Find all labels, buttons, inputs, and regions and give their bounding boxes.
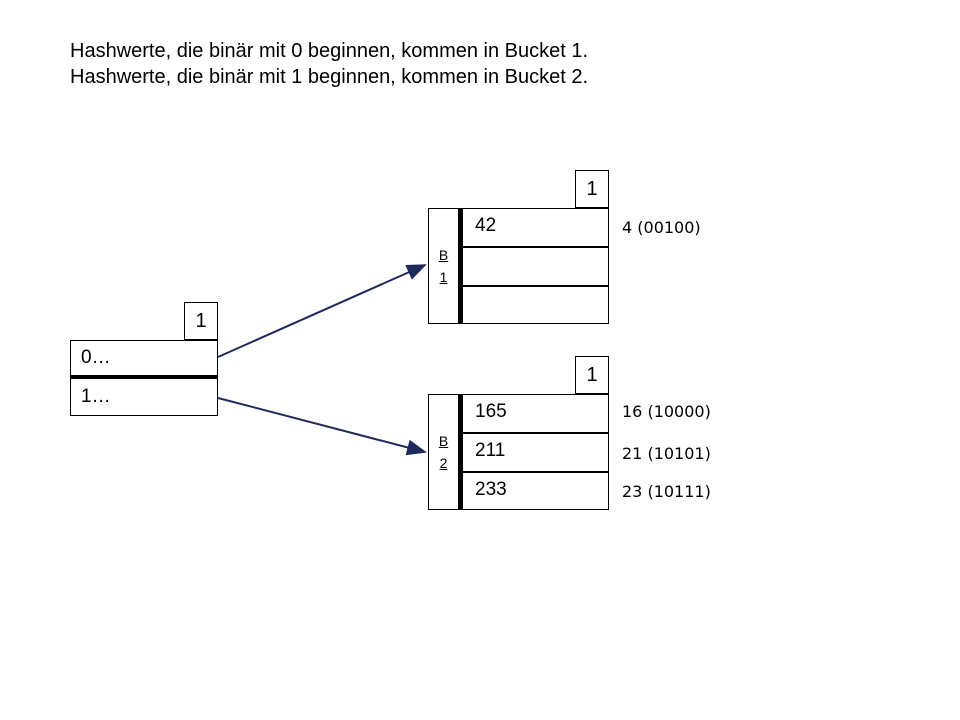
arrow-to-bucket-1 xyxy=(217,264,427,358)
bucket-2-slot-0: 165 xyxy=(462,394,609,433)
bucket-1-slot-1 xyxy=(462,247,609,286)
bucket-2-label: B 2 xyxy=(428,394,462,510)
bucket-1-local-depth: 1 xyxy=(575,170,609,208)
bucket-2-label-letter: B xyxy=(438,433,449,449)
bucket-2-local-depth: 1 xyxy=(575,356,609,394)
directory-entry-1: 1… xyxy=(70,378,218,416)
caption-line-1: Hashwerte, die binär mit 0 beginnen, kom… xyxy=(70,40,589,62)
bucket-1-hash-0: 4 (00100) xyxy=(622,218,701,237)
bucket-2-hash-0: 16 (10000) xyxy=(622,402,711,421)
arrow-to-bucket-2 xyxy=(217,397,427,456)
bucket-1-slot-0: 42 xyxy=(462,208,609,247)
directory-entry-0: 0… xyxy=(70,340,218,378)
bucket-2-slot-1: 211 xyxy=(462,433,609,472)
caption-line-2: Hashwerte, die binär mit 1 beginnen, kom… xyxy=(70,66,589,88)
bucket-1-slot-2 xyxy=(462,286,609,324)
bucket-1-label: B 1 xyxy=(428,208,462,324)
directory-global-depth: 1 xyxy=(184,302,218,340)
bucket-1-label-letter: B xyxy=(438,247,449,263)
bucket-2-hash-1: 21 (10101) xyxy=(622,444,711,463)
bucket-1-label-number: 1 xyxy=(439,269,448,285)
bucket-2-slot-2: 233 xyxy=(462,472,609,510)
bucket-2-label-number: 2 xyxy=(439,455,448,471)
bucket-2-hash-2: 23 (10111) xyxy=(622,482,711,501)
